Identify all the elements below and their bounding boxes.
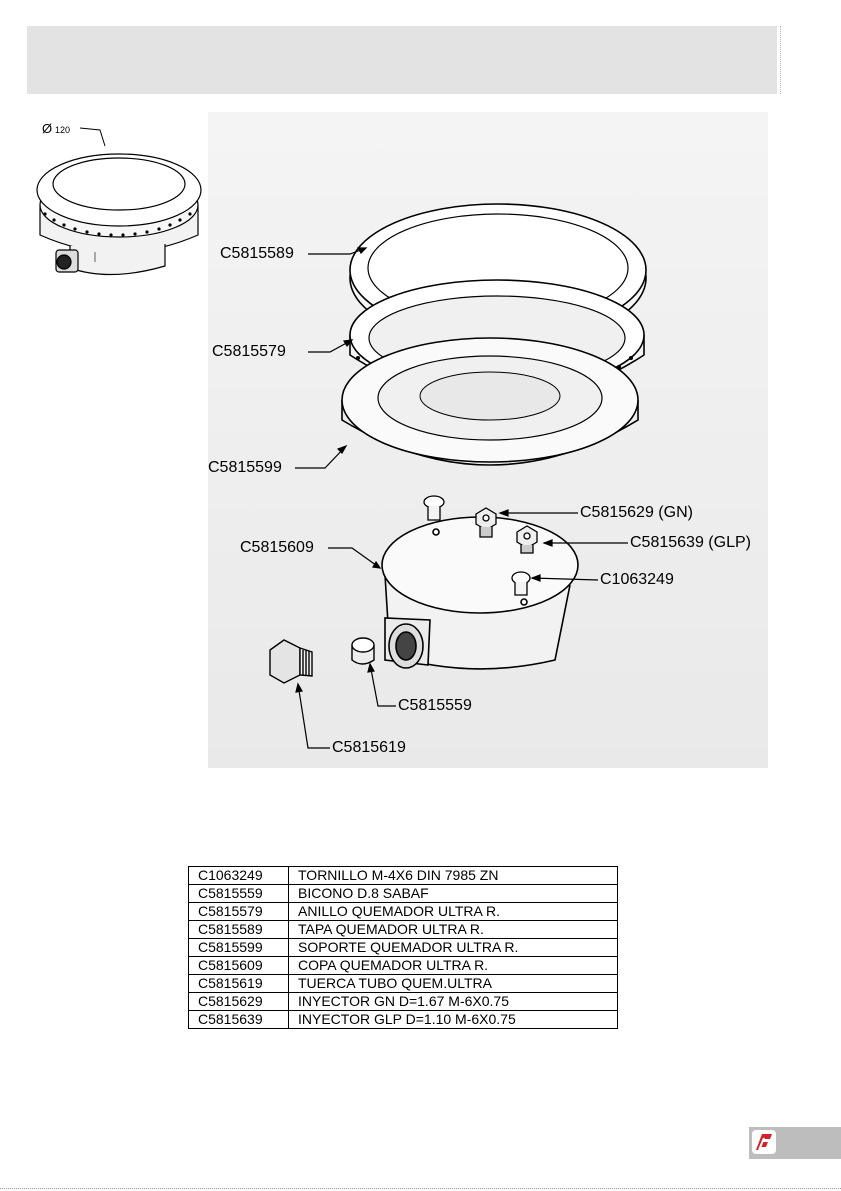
part-code: C5815619 [188,974,289,993]
brand-logo-box [749,1127,841,1159]
injector-gn-drawing [475,507,497,538]
callout-inyector-glp: C5815639 (GLP) [630,534,751,551]
part-code: C5815599 [188,938,289,957]
parts-list-table: C1063249 TORNILLO M-4X6 DIN 7985 ZN C581… [188,866,618,1029]
table-row: C1063249 TORNILLO M-4X6 DIN 7985 ZN [188,866,618,885]
table-row: C5815579 ANILLO QUEMADOR ULTRA R. [188,902,618,921]
callout-soporte: C5815599 [208,459,282,476]
part-description: TAPA QUEMADOR ULTRA R. [288,920,618,939]
bottom-dotted-rule [0,1188,841,1189]
callout-tornillo: C1063249 [600,571,674,588]
table-row: C5815599 SOPORTE QUEMADOR ULTRA R. [188,938,618,957]
injector-glp-drawing [516,525,538,554]
part-description: INYECTOR GN D=1.67 M-6X0.75 [288,992,618,1011]
callout-bicono: C5815559 [398,697,472,714]
table-row: C5815589 TAPA QUEMADOR ULTRA R. [188,920,618,939]
table-row: C5815639 INYECTOR GLP D=1.10 M-6X0.75 [188,1010,618,1029]
diameter-value: 120 [55,125,71,135]
part-description: BICONO D.8 SABAF [288,884,618,903]
table-row: C5815559 BICONO D.8 SABAF [188,884,618,903]
callout-tapa: C5815589 [220,245,294,262]
part-description: TUERCA TUBO QUEM.ULTRA [288,974,618,993]
part-code: C5815559 [188,884,289,903]
part-description: SOPORTE QUEMADOR ULTRA R. [288,938,618,957]
exploded-view-drawing [36,112,768,768]
table-row: C5815609 COPA QUEMADOR ULTRA R. [188,956,618,975]
part-code: C5815609 [188,956,289,975]
header-corner-mark [776,26,781,94]
part-description: ANILLO QUEMADOR ULTRA R. [288,902,618,921]
burner-cup-drawing [381,516,579,670]
callout-inyector-gn: C5815629 (GN) [580,504,693,521]
burner-support-drawing [341,337,639,466]
screw-top-drawing [423,495,445,521]
table-row: C5815619 TUERCA TUBO QUEM.ULTRA [188,974,618,993]
callout-copa: C5815609 [240,539,314,556]
assembled-burner-thumbnail [36,127,202,276]
screw-side-drawing [511,571,531,596]
nut-drawing [269,639,313,684]
brand-logo-icon [752,1130,776,1154]
part-code: C5815639 [188,1010,289,1029]
header-band [27,26,781,94]
callout-tuerca: C5815619 [332,739,406,756]
part-code: C5815589 [188,920,289,939]
part-description: COPA QUEMADOR ULTRA R. [288,956,618,975]
table-row: C5815629 INYECTOR GN D=1.67 M-6X0.75 [188,992,618,1011]
diameter-symbol: Ø [42,121,53,136]
part-code: C5815629 [188,992,289,1011]
leader-lines [295,247,628,749]
callout-anillo: C5815579 [212,343,286,360]
part-description: INYECTOR GLP D=1.10 M-6X0.75 [288,1010,618,1029]
bicone-drawing [351,637,375,665]
part-description: TORNILLO M-4X6 DIN 7985 ZN [288,866,618,885]
part-code: C5815579 [188,902,289,921]
part-code: C1063249 [188,866,289,885]
